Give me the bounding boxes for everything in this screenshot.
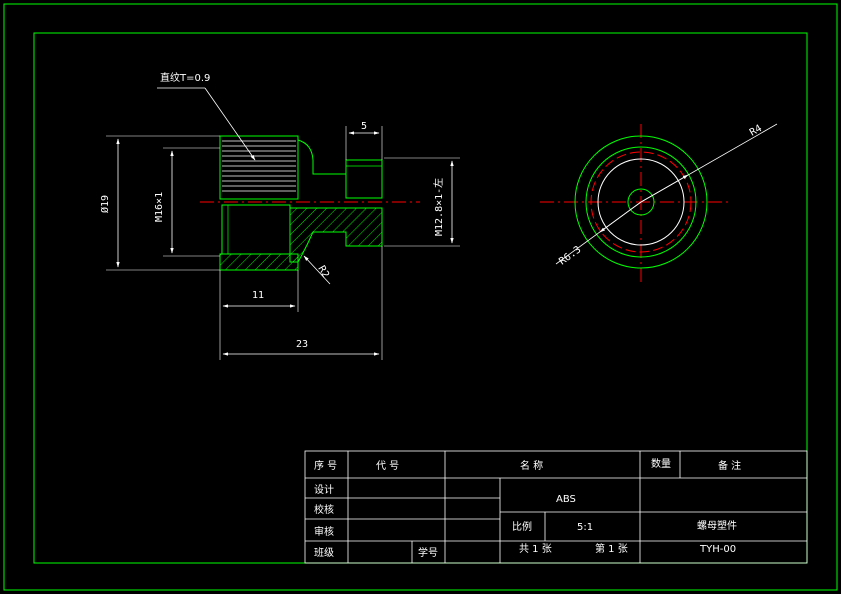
tb-row-design: 设计	[314, 483, 334, 496]
tb-part-name: 螺母塑件	[697, 520, 737, 532]
tb-header-name: 名 称	[520, 459, 543, 472]
dim-r2-label: R2	[315, 264, 331, 280]
knurled-head	[219, 135, 299, 200]
knurl-lines	[222, 140, 296, 192]
dim-m12-label: M12.8×1-左	[432, 178, 445, 236]
thread-circle	[590, 151, 692, 253]
tb-row-student-id: 学号	[418, 546, 438, 559]
tb-header-code: 代 号	[376, 460, 399, 472]
inner-circle	[597, 158, 685, 246]
upper-shoulder	[297, 139, 346, 175]
tb-sheet-total: 共 1 张	[519, 543, 552, 555]
hole-circle	[627, 188, 655, 216]
dim-r4-label: R4	[748, 123, 764, 139]
outer-circle	[574, 135, 708, 269]
bore	[221, 204, 291, 255]
tb-scale-value: 5:1	[577, 522, 593, 533]
outer-frame	[3, 3, 838, 591]
dim-5-label: 5	[361, 121, 367, 132]
tb-scale-label: 比例	[512, 520, 532, 533]
r4-arrow	[640, 174, 689, 203]
r2-leader	[303, 255, 331, 285]
dim-23-label: 23	[296, 339, 308, 350]
tb-drawing-no: TYH-00	[699, 544, 736, 555]
section-view: 直纹T=0.9 Ø19 M16×1 5 M12.8×1-左 R2 11	[99, 71, 460, 360]
end-view: R4 R6.3	[540, 123, 778, 282]
tb-row-review: 审核	[314, 525, 334, 538]
r6-arrow	[599, 201, 642, 233]
dim-11-label: 11	[252, 290, 264, 301]
knurl-leader	[204, 87, 256, 161]
inner-frame	[33, 32, 808, 564]
knurl-note: 直纹T=0.9	[160, 71, 210, 84]
tb-header-remarks: 备 注	[718, 459, 741, 472]
title-block-text: 序 号 代 号 名 称 数量 备 注 设计 校核 审核 班级 学号 ABS 比例…	[314, 457, 741, 559]
tb-row-class: 班级	[314, 547, 334, 559]
upper-stem	[345, 159, 383, 199]
dim-m16-label: M16×1	[154, 192, 165, 222]
tb-row-check: 校核	[314, 503, 334, 516]
dim-19-label: Ø19	[99, 195, 111, 213]
tb-sheet-no: 第 1 张	[595, 542, 628, 555]
outer-thread-circle	[585, 146, 697, 258]
tb-material: ABS	[556, 494, 576, 505]
lower-body-hatch	[289, 207, 383, 263]
tb-header-index: 序 号	[314, 459, 337, 472]
dim-r6-label: R6.3	[557, 244, 583, 267]
lower-section-hatch	[219, 253, 299, 271]
tb-header-quantity: 数量	[651, 457, 671, 470]
title-block	[304, 450, 808, 564]
